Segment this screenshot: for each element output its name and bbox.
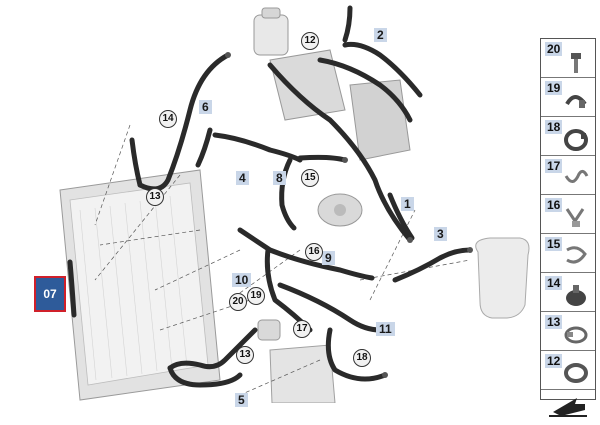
retaining-clip-icon [565, 208, 585, 227]
circle-13-lower: 13 [236, 346, 254, 364]
legend-item-15[interactable]: 15 [541, 234, 595, 273]
circle-18: 18 [353, 349, 371, 367]
ring-clamp-icon [564, 363, 588, 383]
bolt-icon [571, 53, 581, 73]
callout-5: 5 [235, 393, 248, 407]
legend-item-12[interactable]: 12 [541, 351, 595, 390]
expansion-tank-top [253, 7, 289, 56]
selected-part-label: 07 [43, 287, 57, 301]
legend-item-17[interactable]: 17 [541, 156, 595, 195]
bracket-clip-icon [566, 246, 587, 264]
callout-3: 3 [434, 227, 447, 241]
callout-11: 11 [376, 322, 395, 336]
arrow-icon [549, 398, 587, 417]
thermostat [257, 319, 281, 341]
water-pump [317, 193, 363, 227]
hoses [67, 5, 473, 388]
selected-part-badge[interactable]: 07 [34, 276, 66, 312]
spring-clip-icon [564, 169, 589, 183]
charge-air-cooler [269, 49, 411, 161]
legend-item-13[interactable]: 13 [541, 312, 595, 351]
navigate-arrow-button[interactable] [541, 390, 595, 423]
cooling-system-diagram [59, 5, 530, 403]
circle-15: 15 [301, 169, 319, 187]
circle-19: 19 [247, 287, 265, 305]
auxiliary-radiator [269, 344, 336, 403]
band-clamp-icon [564, 326, 588, 344]
hose-clamp-icon [564, 129, 588, 151]
radiator [59, 169, 221, 401]
legend-item-16[interactable]: 16 [541, 195, 595, 234]
circle-17: 17 [293, 320, 311, 338]
circle-16: 16 [305, 243, 323, 261]
callout-6: 6 [199, 100, 212, 114]
legend-item-19[interactable]: 19 [541, 78, 595, 117]
circle-13-upper: 13 [146, 188, 164, 206]
circle-12: 12 [301, 32, 319, 50]
callout-2: 2 [374, 28, 387, 42]
expansion-tank-right [475, 237, 530, 319]
legend-item-20[interactable]: 20 [541, 39, 595, 78]
callout-1: 1 [401, 197, 414, 211]
circle-14: 14 [159, 110, 177, 128]
clamp-clip-icon [565, 95, 587, 108]
circle-20: 20 [229, 293, 247, 311]
callout-4: 4 [236, 171, 249, 185]
legend-item-18[interactable]: 18 [541, 117, 595, 156]
callout-9: 9 [322, 251, 335, 265]
legend-item-14[interactable]: 14 [541, 273, 595, 312]
parts-legend: 20 19 18 17 16 15 [540, 38, 596, 417]
callout-8: 8 [273, 171, 286, 185]
rubber-mount-icon [566, 285, 586, 306]
callout-10: 10 [232, 273, 252, 287]
